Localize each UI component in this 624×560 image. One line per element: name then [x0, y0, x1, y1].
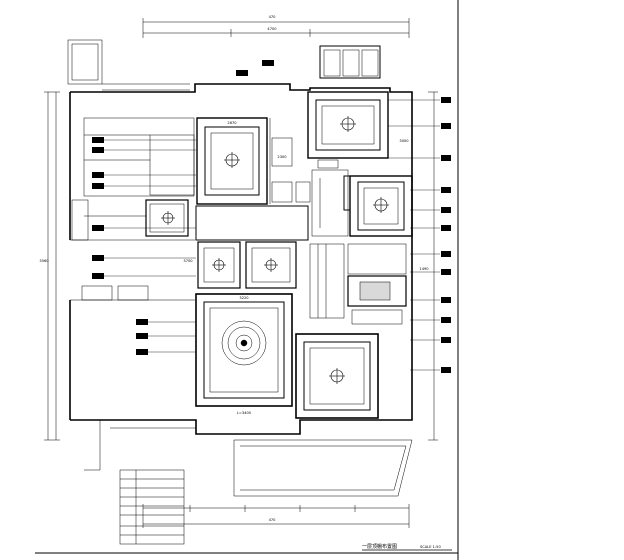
bath-area	[309, 243, 407, 325]
bottom-left-stair	[70, 419, 196, 471]
balcony	[233, 439, 413, 497]
dim-right-label: 1490	[419, 267, 429, 271]
dim-left-label: 3560	[39, 259, 49, 263]
light-fixture-icon	[329, 368, 345, 384]
right-leader-lines	[388, 99, 440, 371]
left-leader-lines	[92, 139, 196, 353]
dim-top-label: 470	[269, 15, 277, 19]
right-dimension	[428, 91, 438, 441]
left-tags	[92, 60, 274, 355]
legend-table	[119, 469, 185, 545]
corridor-left-middle	[70, 239, 195, 301]
left-dimension	[44, 91, 60, 441]
drawing-title: 一层顶棚布置图	[362, 543, 397, 550]
bedroom-bottom-right	[295, 333, 379, 419]
ceiling-lights	[161, 116, 389, 384]
small-ceilings	[197, 241, 297, 289]
kitchen-area	[71, 117, 195, 241]
light-fixture-icon	[224, 152, 240, 168]
drawing-scale: SCALE 1:50	[420, 545, 441, 549]
living-ceiling	[195, 293, 293, 407]
right-span-label: 3000	[399, 139, 409, 143]
exterior-walls	[69, 83, 413, 435]
dim-top-inner-label: 4700	[267, 27, 277, 31]
light-fixture-icon	[212, 258, 226, 272]
light-fixture-icon	[340, 116, 356, 132]
top-dimension	[142, 18, 410, 38]
bedroom-middle-right	[343, 175, 413, 237]
top-windows	[319, 45, 381, 79]
hall-span-label: 3700	[183, 259, 193, 263]
light-fixture-icon	[161, 211, 175, 225]
left-span-label: 2300	[277, 155, 287, 159]
light-fixture-icon	[373, 197, 389, 213]
dining-ceiling	[196, 117, 311, 205]
bedroom-top-right	[307, 91, 389, 169]
corridor-top-left	[67, 39, 190, 91]
bottom-span-label: L=3400	[237, 411, 252, 415]
living-span-label: 3220	[239, 296, 249, 300]
dining-span-label: 2670	[227, 121, 237, 125]
dim-bottom-label: 470	[269, 518, 277, 522]
right-tags	[441, 97, 451, 373]
light-fixture-icon	[264, 258, 278, 272]
bottom-dimension	[142, 504, 410, 528]
center-hall	[195, 169, 349, 241]
